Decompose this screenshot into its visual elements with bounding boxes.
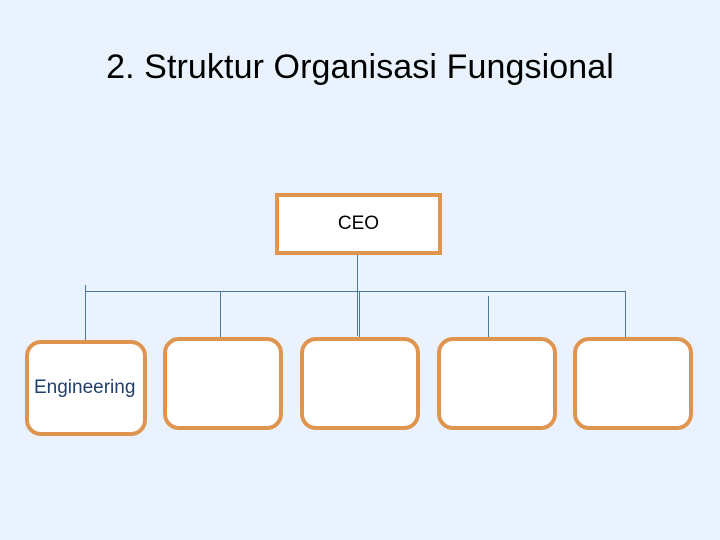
- org-node-child-4[interactable]: [437, 337, 557, 430]
- connector-drop-4: [488, 296, 489, 337]
- connector-drop-1: [85, 285, 86, 340]
- connector-drop-2: [220, 291, 221, 337]
- connector-drop-3: [359, 291, 360, 337]
- org-node-child-3[interactable]: [300, 337, 420, 430]
- org-node-label: Engineering: [34, 377, 136, 398]
- org-node-child-2[interactable]: [163, 337, 283, 430]
- org-node-ceo[interactable]: CEO: [275, 193, 442, 255]
- org-node-engineering[interactable]: Engineering: [25, 340, 147, 436]
- org-node-label: CEO: [337, 213, 380, 234]
- connector-root-stem: [357, 254, 358, 336]
- page-title: 2. Struktur Organisasi Fungsional: [106, 48, 614, 86]
- org-node-child-5[interactable]: [573, 337, 693, 430]
- connector-horizontal-bus: [85, 291, 626, 292]
- connector-drop-5: [625, 291, 626, 337]
